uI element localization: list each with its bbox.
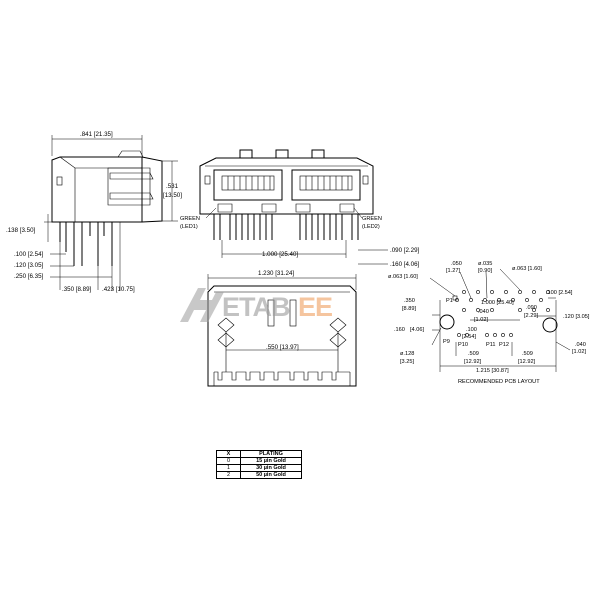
pcb-d100r: .100 [2.54]	[546, 290, 573, 296]
plating-header-plating: PLATING	[240, 450, 302, 458]
pcb-d050: .050	[451, 261, 462, 267]
front-led-left-color: GREEN	[180, 216, 200, 222]
table-row: 2 50 µin Gold	[216, 471, 302, 479]
pcb-d040-mm: [1.02]	[474, 317, 488, 323]
pcb-d509b: .509	[522, 351, 533, 357]
pcb-d090: .090	[526, 305, 537, 311]
top-inner-dim: .550 [13.97]	[266, 344, 299, 351]
front-right-dim-1: .160 [4.06]	[390, 261, 420, 268]
pcb-d1000: 1.000 [25.40]	[481, 300, 514, 306]
plating-header-row: X PLATING	[216, 450, 302, 458]
pcb-d1215: 1.215 [30.87]	[476, 368, 509, 374]
plating-value: 30 µin Gold	[240, 464, 302, 472]
front-right-dim-0: .090 [2.29]	[390, 247, 420, 254]
watermark: ETAB EE	[180, 288, 333, 322]
pcb-d509b-mm: [12.92]	[518, 359, 536, 365]
pcb-d100: .100	[466, 327, 477, 333]
front-led-left-id: (LED1)	[180, 224, 198, 230]
table-row: 1 30 µin Gold	[216, 464, 302, 472]
side-bottom-dim-0: .350 [8.89]	[62, 286, 92, 293]
plating-value: 15 µin Gold	[240, 457, 302, 465]
front-view	[199, 149, 388, 265]
pcb-d120r: .120 [3.05]	[563, 314, 590, 320]
pcb-d350-mm: [8.89]	[402, 306, 416, 312]
side-pin-dim-0: .138 [3.50]	[6, 227, 36, 234]
pcb-d050-mm: [1.27]	[446, 268, 460, 274]
pcb-d160-mm: [4.06]	[410, 327, 424, 333]
side-height-dim-mm: [13.50]	[163, 192, 182, 199]
pcb-d128-mm: [3.25]	[400, 359, 414, 365]
pcb-p10: P10	[458, 342, 468, 348]
front-led-right-id: (LED2)	[362, 224, 380, 230]
pcb-d063-left: ø.063 [1.60]	[388, 274, 418, 280]
pcb-p9: P9	[443, 339, 450, 345]
side-pin-dim-2: .120 [3.05]	[14, 262, 44, 269]
side-height-dim-in: .531	[166, 183, 179, 190]
plating-table: X PLATING 0 15 µin Gold 1 30 µin Gold 2 …	[216, 450, 302, 479]
plating-value: 50 µin Gold	[240, 471, 302, 479]
pcb-d040: .040	[478, 309, 489, 315]
side-view	[44, 135, 178, 290]
pcb-p11: P11	[486, 342, 496, 348]
plating-x: 2	[216, 471, 241, 479]
pcb-p1: P1	[446, 298, 453, 304]
plating-x: 0	[216, 457, 241, 465]
pcb-d509a: .509	[468, 351, 479, 357]
top-width-dim: 1.230 [31.24]	[258, 270, 294, 277]
front-led-right-color: GREEN	[362, 216, 382, 222]
table-row: 0 15 µin Gold	[216, 457, 302, 465]
pcb-p12: P12	[499, 342, 509, 348]
pcb-d160: .160	[394, 327, 405, 333]
plating-x: 1	[216, 464, 241, 472]
front-pitch-dim: 1.000 [25.40]	[262, 251, 298, 258]
pcb-d100-mm: [2.54]	[462, 334, 476, 340]
pcb-d040r-mm: [1.02]	[572, 349, 586, 355]
side-pin-dim-1: .100 [2.54]	[14, 251, 44, 258]
pcb-d090-mm: [2.29]	[524, 313, 538, 319]
plating-header-x: X	[216, 450, 241, 458]
pcb-d035: ø.035	[478, 261, 492, 267]
watermark-text-grey: ETAB	[222, 292, 290, 322]
pcb-d350: .350	[404, 298, 415, 304]
pcb-d040r: .040	[575, 342, 586, 348]
pcb-layout	[429, 268, 571, 372]
pcb-d063-right: ø.063 [1.60]	[512, 266, 542, 272]
side-width-dim: .841 [21.35]	[80, 131, 113, 138]
watermark-text-orange: EE	[298, 292, 332, 322]
side-bottom-dim-1: .423 [10.75]	[102, 286, 135, 293]
pcb-d509a-mm: [12.92]	[464, 359, 482, 365]
side-pin-dim-3: .250 [6.35]	[14, 273, 44, 280]
pcb-d035-mm: [0.90]	[478, 268, 492, 274]
pcb-d128: ø.128	[400, 351, 414, 357]
pcb-caption: RECOMMENDED PCB LAYOUT	[458, 379, 540, 385]
top-view	[207, 274, 357, 387]
